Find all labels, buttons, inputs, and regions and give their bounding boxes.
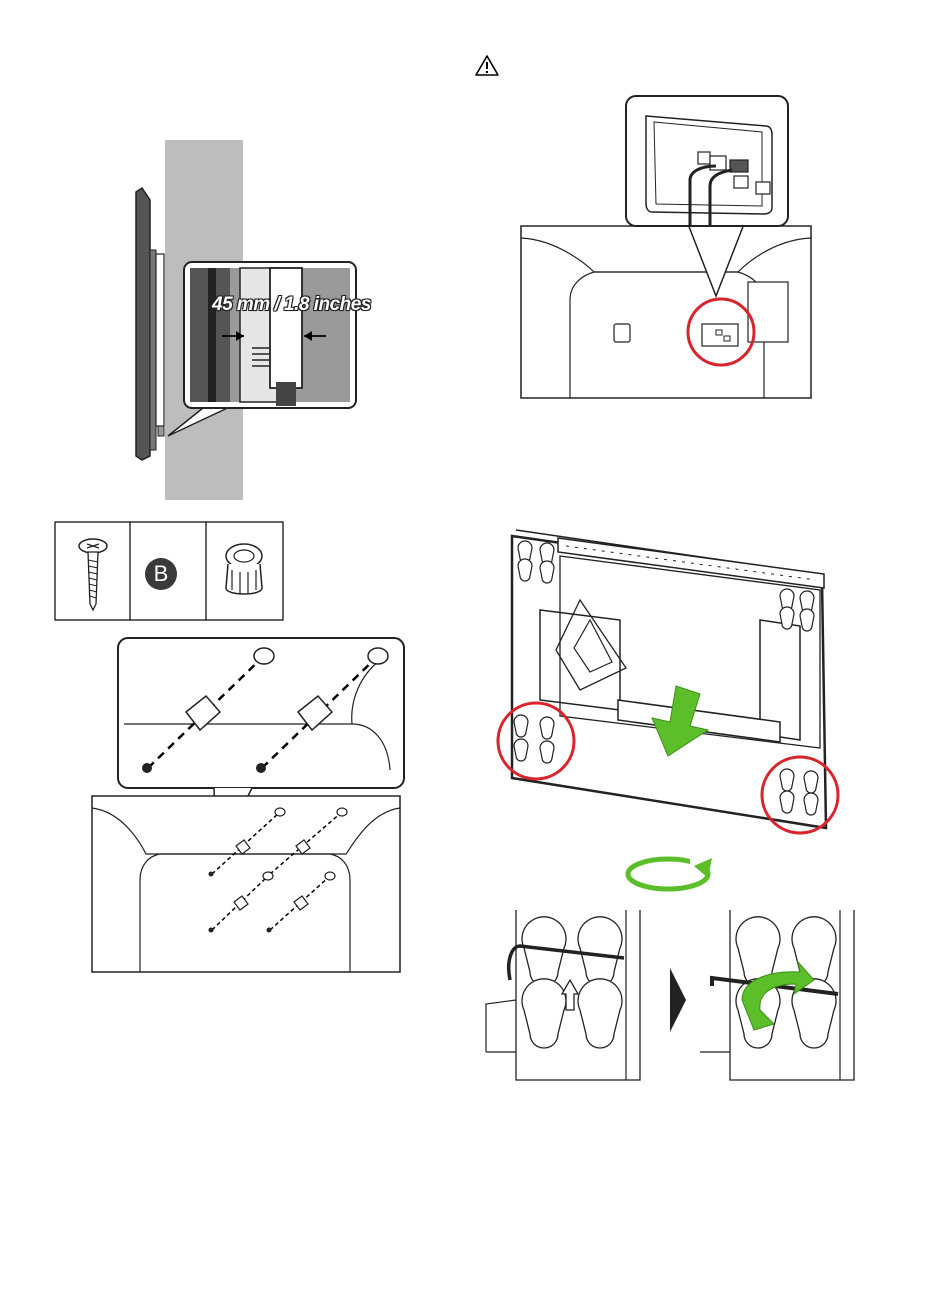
cable-tie-step-before (486, 910, 640, 1080)
cable-tie-step-after (700, 910, 854, 1080)
wall-mount-side-view (136, 140, 356, 500)
bracket-mount-diagram (498, 530, 838, 833)
next-step-arrow-icon (670, 968, 686, 1032)
spacer-icon (226, 544, 262, 594)
screw-assembly-diagram (92, 638, 404, 972)
cable-connection-diagram (521, 96, 811, 398)
spacer-distance-label: 45 mm / 1.8 inches (212, 294, 371, 316)
warning-icon (476, 56, 498, 75)
tv-side-profile (136, 188, 150, 460)
spacer-detail-callout (184, 262, 356, 408)
part-letter-badge: B (145, 558, 177, 590)
rotate-arrow-icon (628, 856, 712, 889)
